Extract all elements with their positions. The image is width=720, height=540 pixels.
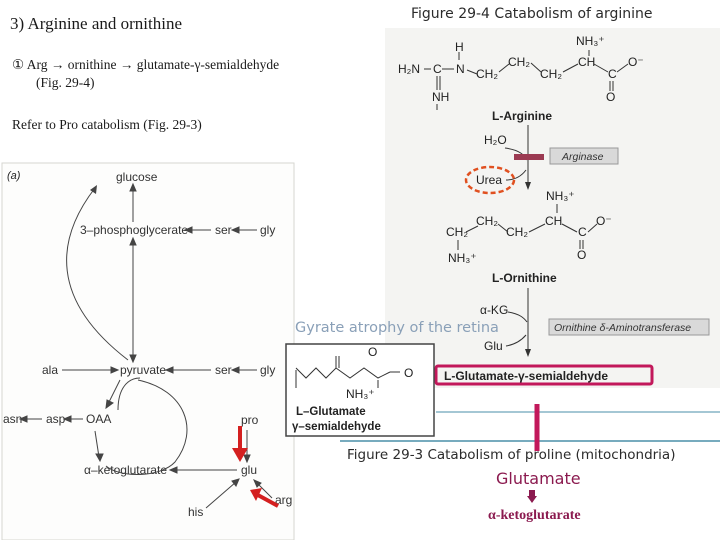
arg-ch2-c: CH₂: [540, 67, 562, 81]
node-his: his: [188, 505, 203, 519]
main-flow-arrowhead: [525, 182, 531, 190]
glu-cofactor: Glu: [484, 339, 503, 353]
slide-title: 3) Arginine and ornithine: [10, 14, 183, 33]
glu-out-curve: [505, 334, 527, 347]
gyrate-atrophy-label: Gyrate atrophy of the retina: [295, 320, 499, 336]
glutamate-to-akg-arrow: [527, 490, 537, 503]
transamination-arrowhead: [525, 349, 531, 357]
red-arrow-arg: [250, 488, 279, 508]
orn-nh3-low: NH₃⁺: [448, 251, 477, 265]
node-asp: asp: [46, 412, 66, 426]
node-gly-mid: gly: [260, 363, 275, 377]
panel-label: (a): [7, 170, 21, 182]
gluconeo-curve: [66, 187, 129, 361]
gsa-inset-box: [285, 343, 435, 437]
step-1-line2: (Fig. 29-4): [36, 75, 95, 90]
arg-ch2-a: CH₂: [476, 67, 498, 81]
arg-c-end: C: [608, 67, 617, 81]
arg-c1: C: [433, 62, 442, 76]
step-1-line1: ① Arg → ornithine → glutamate-γ-semialde…: [12, 57, 280, 72]
refer-text: Refer to Pro catabolism (Fig. 29-3): [12, 117, 202, 132]
inset-name1: L–Glutamate: [296, 406, 366, 418]
node-pyruvate: pyruvate: [120, 363, 166, 377]
glutamate-label: Glutamate: [496, 469, 581, 488]
fig-29-4-caption: Figure 29-4 Catabolism of arginine: [411, 6, 653, 22]
node-akg: α–ketoglutarate: [84, 463, 167, 477]
node-3pg: 3–phosphoglycerate: [80, 223, 188, 237]
urea-label: Urea: [476, 173, 502, 187]
arg-nh3-top: NH₃⁺: [576, 34, 605, 48]
arg-ch-a: CH: [578, 55, 595, 69]
h2o-label: H₂O: [484, 133, 507, 147]
inset-o2: O: [404, 366, 413, 380]
left-pathway-arrows: [18, 182, 273, 509]
node-glucose: glucose: [116, 170, 158, 184]
urea-out-curve: [505, 169, 527, 181]
arg-h2n: H₂N: [398, 62, 420, 76]
node-arg: arg: [275, 493, 292, 507]
lgsa-label: L-Glutamate-γ-semialdehyde: [444, 369, 608, 383]
orn-ch2-2: CH₂: [506, 225, 528, 239]
fig-29-3-caption: Figure 29-3 Catabolism of proline (mitoc…: [347, 447, 676, 463]
arginase-inhibit-bar: [514, 154, 544, 160]
akg-in-curve: [507, 311, 528, 323]
left-panel-frame: [1, 162, 295, 540]
arginase-box: [549, 147, 619, 165]
inset-o: O: [368, 345, 377, 359]
orn-ch: CH: [545, 214, 562, 228]
arg-n1: N: [456, 62, 465, 76]
node-gly-top: gly: [260, 223, 275, 237]
ornithine-bonds: [457, 204, 598, 250]
step-1-text: ① Arg → ornithine → glutamate-γ-semialde…: [12, 56, 279, 92]
gluconeo-curve-head: [90, 185, 97, 194]
gsa-inset-structure: [295, 356, 400, 388]
orn-o-dbl: O: [577, 248, 586, 262]
arg-ch2-b: CH₂: [508, 55, 530, 69]
akg-cofactor: α-KG: [480, 303, 508, 317]
lgsa-highlight-box: [434, 364, 654, 386]
node-ser-mid: ser: [215, 363, 232, 377]
tca-cycle-loop: [105, 379, 188, 476]
lorn-label: L-Ornithine: [492, 271, 557, 285]
orn-ch2-3: CH₂: [446, 225, 468, 239]
inset-nh3: NH₃⁺: [346, 387, 375, 401]
node-ala: ala: [42, 363, 58, 377]
node-oaa: OAA: [86, 412, 111, 426]
oat-label: Ornithine δ-Aminotransferase: [554, 322, 691, 334]
oat-box: [548, 318, 710, 336]
arg-o-minus: O⁻: [628, 55, 644, 69]
larg-label: L-Arginine: [492, 109, 552, 123]
arginine-bonds: [424, 50, 629, 110]
red-arrow-down: [232, 426, 248, 462]
node-glu: glu: [241, 463, 257, 477]
arg-nh-left: NH: [432, 90, 449, 104]
tca-loop-top: [117, 377, 141, 411]
orn-nh3: NH₃⁺: [546, 189, 575, 203]
node-asn: asn: [3, 412, 22, 426]
inset-name2: γ–semialdehyde: [292, 421, 381, 433]
arg-h: H: [455, 40, 464, 54]
akg-label: α-ketoglutarate: [488, 508, 581, 523]
orn-ch2-1: CH₂: [476, 214, 498, 228]
node-ser-top: ser: [215, 223, 232, 237]
arginase-label: Arginase: [561, 151, 604, 163]
node-pro: pro: [241, 413, 259, 427]
urea-highlight-circle: [464, 165, 516, 195]
orn-o-minus: O⁻: [596, 214, 612, 228]
arg-o-dbl: O: [606, 90, 615, 104]
orn-c: C: [578, 225, 587, 239]
